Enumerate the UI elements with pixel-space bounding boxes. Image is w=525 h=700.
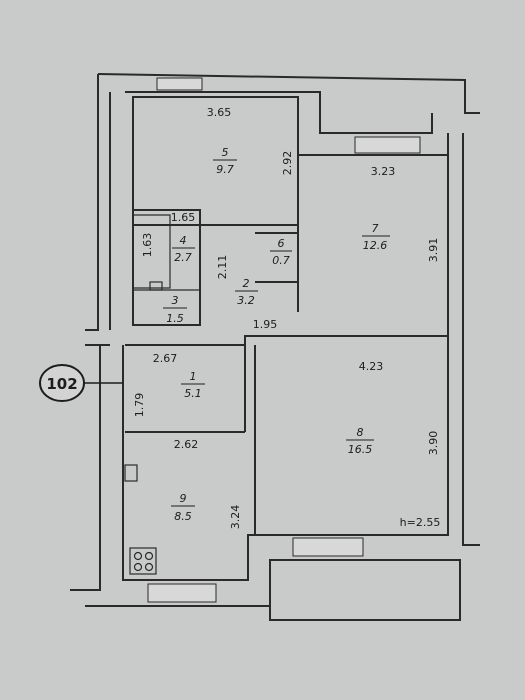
dim-room7-width: 3.23 (371, 165, 396, 178)
dim-room1-width: 2.67 (153, 352, 178, 365)
svg-text:3.2: 3.2 (237, 294, 255, 307)
windows (147, 77, 421, 603)
dim-room8-height: 3.90 (427, 431, 440, 456)
dimension-labels: 3.65 2.92 3.23 3.91 1.65 1.63 2.11 1.95 … (133, 106, 440, 529)
dim-room4-height: 1.63 (141, 233, 154, 258)
room-2-label: 2 3.2 (235, 277, 258, 307)
ceiling-height: h=2.55 (400, 516, 441, 529)
svg-text:8: 8 (357, 426, 364, 439)
svg-text:2: 2 (243, 277, 250, 290)
svg-text:1.5: 1.5 (166, 312, 184, 325)
room-1-label: 1 5.1 (181, 370, 205, 400)
room-labels: 5 9.7 7 12.6 4 2.7 6 0.7 2 3.2 3 1.5 (163, 146, 390, 523)
svg-text:3: 3 (172, 294, 179, 307)
dim-room2-width: 1.95 (253, 318, 278, 331)
dim-room8-width: 4.23 (359, 360, 384, 373)
walls (70, 73, 480, 621)
svg-text:12.6: 12.6 (363, 239, 388, 252)
inner-walls (125, 96, 448, 535)
svg-text:2.7: 2.7 (174, 251, 192, 264)
dim-room5-height: 2.92 (281, 151, 294, 176)
svg-text:4: 4 (180, 234, 187, 247)
apartment-badge: 102 (39, 364, 123, 402)
room-3-label: 3 1.5 (163, 294, 187, 325)
svg-text:6: 6 (278, 237, 285, 250)
svg-text:16.5: 16.5 (348, 443, 373, 456)
dim-room2-height: 2.11 (216, 255, 229, 280)
room-7-label: 7 12.6 (362, 222, 390, 252)
room-8-label: 8 16.5 (346, 426, 374, 456)
svg-text:7: 7 (372, 222, 379, 235)
room-5-label: 5 9.7 (213, 146, 237, 176)
svg-text:1: 1 (190, 370, 197, 383)
svg-text:0.7: 0.7 (272, 254, 290, 267)
room-9-label: 9 8.5 (171, 492, 195, 523)
dim-room9-width: 2.62 (174, 438, 199, 451)
dim-room9-height: 3.24 (229, 505, 242, 530)
apartment-number: 102 (46, 375, 77, 393)
svg-text:9.7: 9.7 (216, 163, 234, 176)
room-6-label: 6 0.7 (270, 237, 292, 267)
dim-room7-height: 3.91 (427, 238, 440, 263)
svg-text:5: 5 (222, 146, 229, 159)
svg-text:9: 9 (180, 492, 187, 505)
dim-room5-width: 3.65 (207, 106, 232, 119)
room-4-label: 4 2.7 (172, 234, 195, 264)
stove-icon (129, 547, 157, 575)
dim-room1-height: 1.79 (133, 393, 146, 418)
sink-icon (124, 464, 138, 482)
svg-text:5.1: 5.1 (184, 387, 202, 400)
dim-room4-width: 1.65 (171, 211, 196, 224)
svg-text:8.5: 8.5 (174, 510, 192, 523)
